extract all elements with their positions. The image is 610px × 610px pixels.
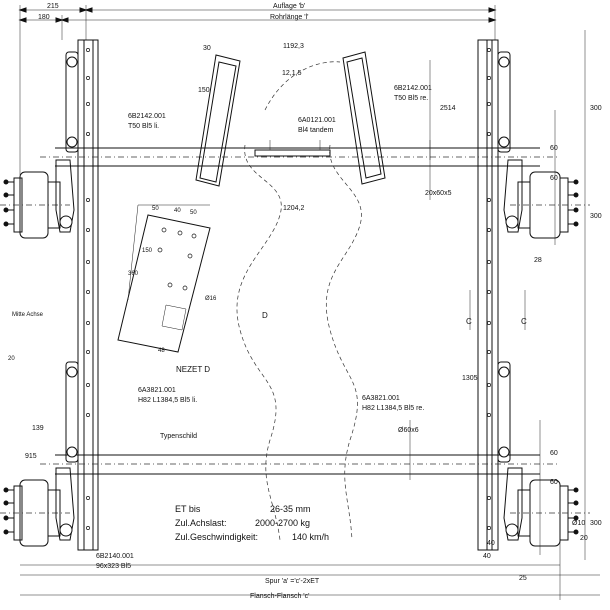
spec-et-label: ET bis [175, 504, 201, 514]
upper-axle-tube [40, 147, 560, 167]
dim-60c: 60 [550, 450, 558, 457]
right-frame-rail [477, 39, 499, 551]
dim-flansch: Flansch-Flansch 'c' [250, 593, 309, 600]
dim-1192: 1192,3 [283, 43, 304, 50]
label-6a3821-left-sub: H82 L1384,5 Bl5 li. [138, 397, 197, 404]
label-c-right: C [521, 317, 527, 326]
dim-60a: 60 [550, 145, 558, 152]
bracket-6b2142-right [342, 51, 386, 185]
label-c-left: C [466, 317, 472, 326]
spec-et-value: 26-35 mm [270, 504, 311, 514]
part-6a0121 [254, 140, 331, 157]
dim-40b: 40 [487, 540, 495, 547]
dim-360: 360 [128, 271, 139, 277]
dim-150a: 150 [198, 87, 210, 94]
dim-25: 25 [519, 575, 527, 582]
label-typenschild: Typenschild [160, 433, 197, 440]
label-6a3821-right: 6A3821.001 [362, 395, 400, 402]
hub-top-right [510, 171, 590, 239]
label-6b2142-left-sub: T50 Bl5 li. [128, 123, 159, 130]
dim-2514: 2514 [440, 105, 456, 112]
label-6a3821-right-sub: H82 L1384,5 Bl5 re. [362, 405, 424, 412]
dim-60b: 60 [550, 175, 558, 182]
dim-1305: 1305 [462, 375, 478, 382]
dim-300c: 300 [590, 520, 602, 527]
dim-30: 30 [203, 45, 211, 52]
hub-bottom-left [0, 479, 70, 547]
label-6b2142-right: 6B2142.001 [394, 85, 432, 92]
label-arrow-d: D [262, 311, 268, 320]
hub-top-left [0, 171, 70, 239]
rail-holes [86, 48, 491, 530]
top-dimensions [18, 5, 497, 175]
dim-300b: 300 [590, 213, 602, 220]
label-6b2142-right-sub: T50 Bl5 re. [394, 95, 428, 102]
dim-40c: 40 [483, 553, 491, 560]
detail-plate [117, 204, 211, 353]
dim-1204: 1204,2 [283, 205, 305, 212]
spec-speed-value: 140 km/h [292, 532, 329, 542]
dim-139: 139 [32, 425, 44, 432]
label-6a0121: 6A0121.001 [298, 117, 336, 124]
dim-28: 28 [534, 257, 542, 264]
dim-60x6: Ø60x6 [398, 427, 419, 434]
label-6b2140: 6B2140.001 [96, 553, 134, 560]
bracket-6b2142-left [195, 54, 241, 187]
label-6a3821-left: 6A3821.001 [138, 387, 176, 394]
dim-rohrlaenge: Rohrlänge 'l' [270, 14, 308, 21]
spec-achslast-value: 2000-2700 kg [255, 518, 310, 528]
swing-arms [55, 159, 523, 541]
dim-150b: 150 [142, 248, 153, 254]
dim-1215: 12,1,5 [282, 70, 302, 77]
dim-50a: 50 [152, 206, 159, 212]
dim-16: Ø16 [205, 296, 217, 302]
dim-20: 20 [580, 535, 588, 542]
shock-absorbers [65, 51, 511, 463]
spec-speed-label: Zul.Geschwindigkeit: [175, 532, 258, 542]
dim-48: 48 [158, 348, 165, 354]
dim-40: 40 [174, 208, 181, 214]
dim-300a: 300 [590, 105, 602, 112]
dim-spur: Spur 'a' ='c'-2xET [265, 578, 320, 585]
left-frame-rail [77, 39, 99, 551]
dim-60d: 60 [550, 479, 558, 486]
label-6a0121-sub: Bl4 tandem [298, 127, 334, 134]
dim-915: 915 [25, 453, 37, 460]
dim-180: 180 [38, 14, 50, 21]
label-6b2140-sub: 96x323 Bl5 [96, 563, 131, 570]
label-6b2142-left: 6B2142.001 [128, 113, 166, 120]
dim-10: Ø10 [572, 520, 585, 527]
lower-axle-tube [40, 454, 560, 475]
label-20: 20 [8, 356, 15, 362]
hub-bottom-right [510, 479, 590, 547]
spec-achslast-label: Zul.Achslast: [175, 518, 227, 528]
label-mitte-achse: Mitte Achse [12, 312, 44, 318]
right-dimensions [20, 30, 600, 600]
label-nezet: NEZET D [176, 365, 210, 374]
dim-215: 215 [47, 3, 59, 10]
dim-20x60: 20x60x5 [425, 190, 452, 197]
dim-auflage: Auflage 'b' [273, 3, 305, 10]
cable-channel [236, 61, 362, 541]
dim-50b: 50 [190, 210, 197, 216]
